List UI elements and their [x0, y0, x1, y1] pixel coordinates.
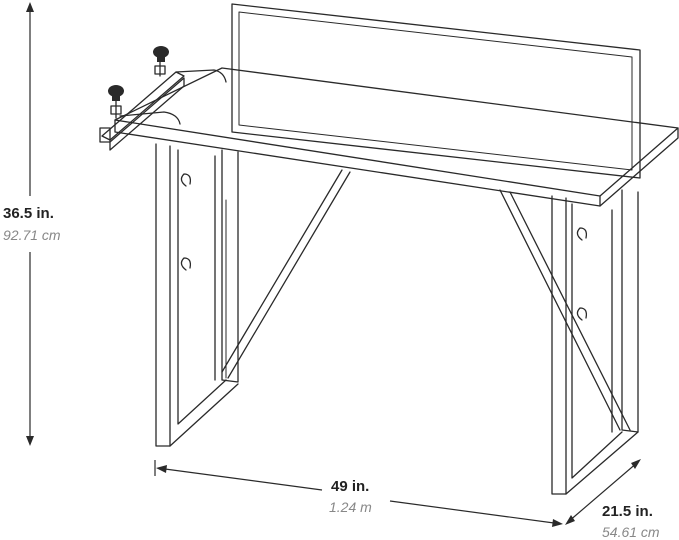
back-left-leg [221, 149, 239, 383]
leg-hooks [180, 173, 588, 321]
height-metric-label: 92.71 cm [3, 227, 61, 243]
depth-metric-label: 54.61 cm [602, 524, 660, 540]
width-imperial-label: 49 in. [331, 478, 369, 495]
front-right-leg [551, 195, 639, 495]
cross-braces [221, 169, 631, 431]
front-left-leg [155, 143, 239, 447]
depth-dimension-line [565, 459, 641, 525]
desktop-surface [114, 67, 679, 207]
clamp-knob-lower [108, 85, 124, 101]
clamp-accessory [99, 59, 227, 151]
width-metric-label: 1.24 m [329, 499, 372, 515]
back-right-leg [621, 189, 639, 433]
depth-imperial-label: 21.5 in. [602, 503, 653, 520]
height-dimension-line [26, 2, 34, 446]
height-imperial-label: 36.5 in. [3, 205, 54, 222]
back-panel [231, 3, 641, 179]
width-dimension-line [154, 460, 563, 527]
clamp-knob-upper [153, 46, 169, 62]
